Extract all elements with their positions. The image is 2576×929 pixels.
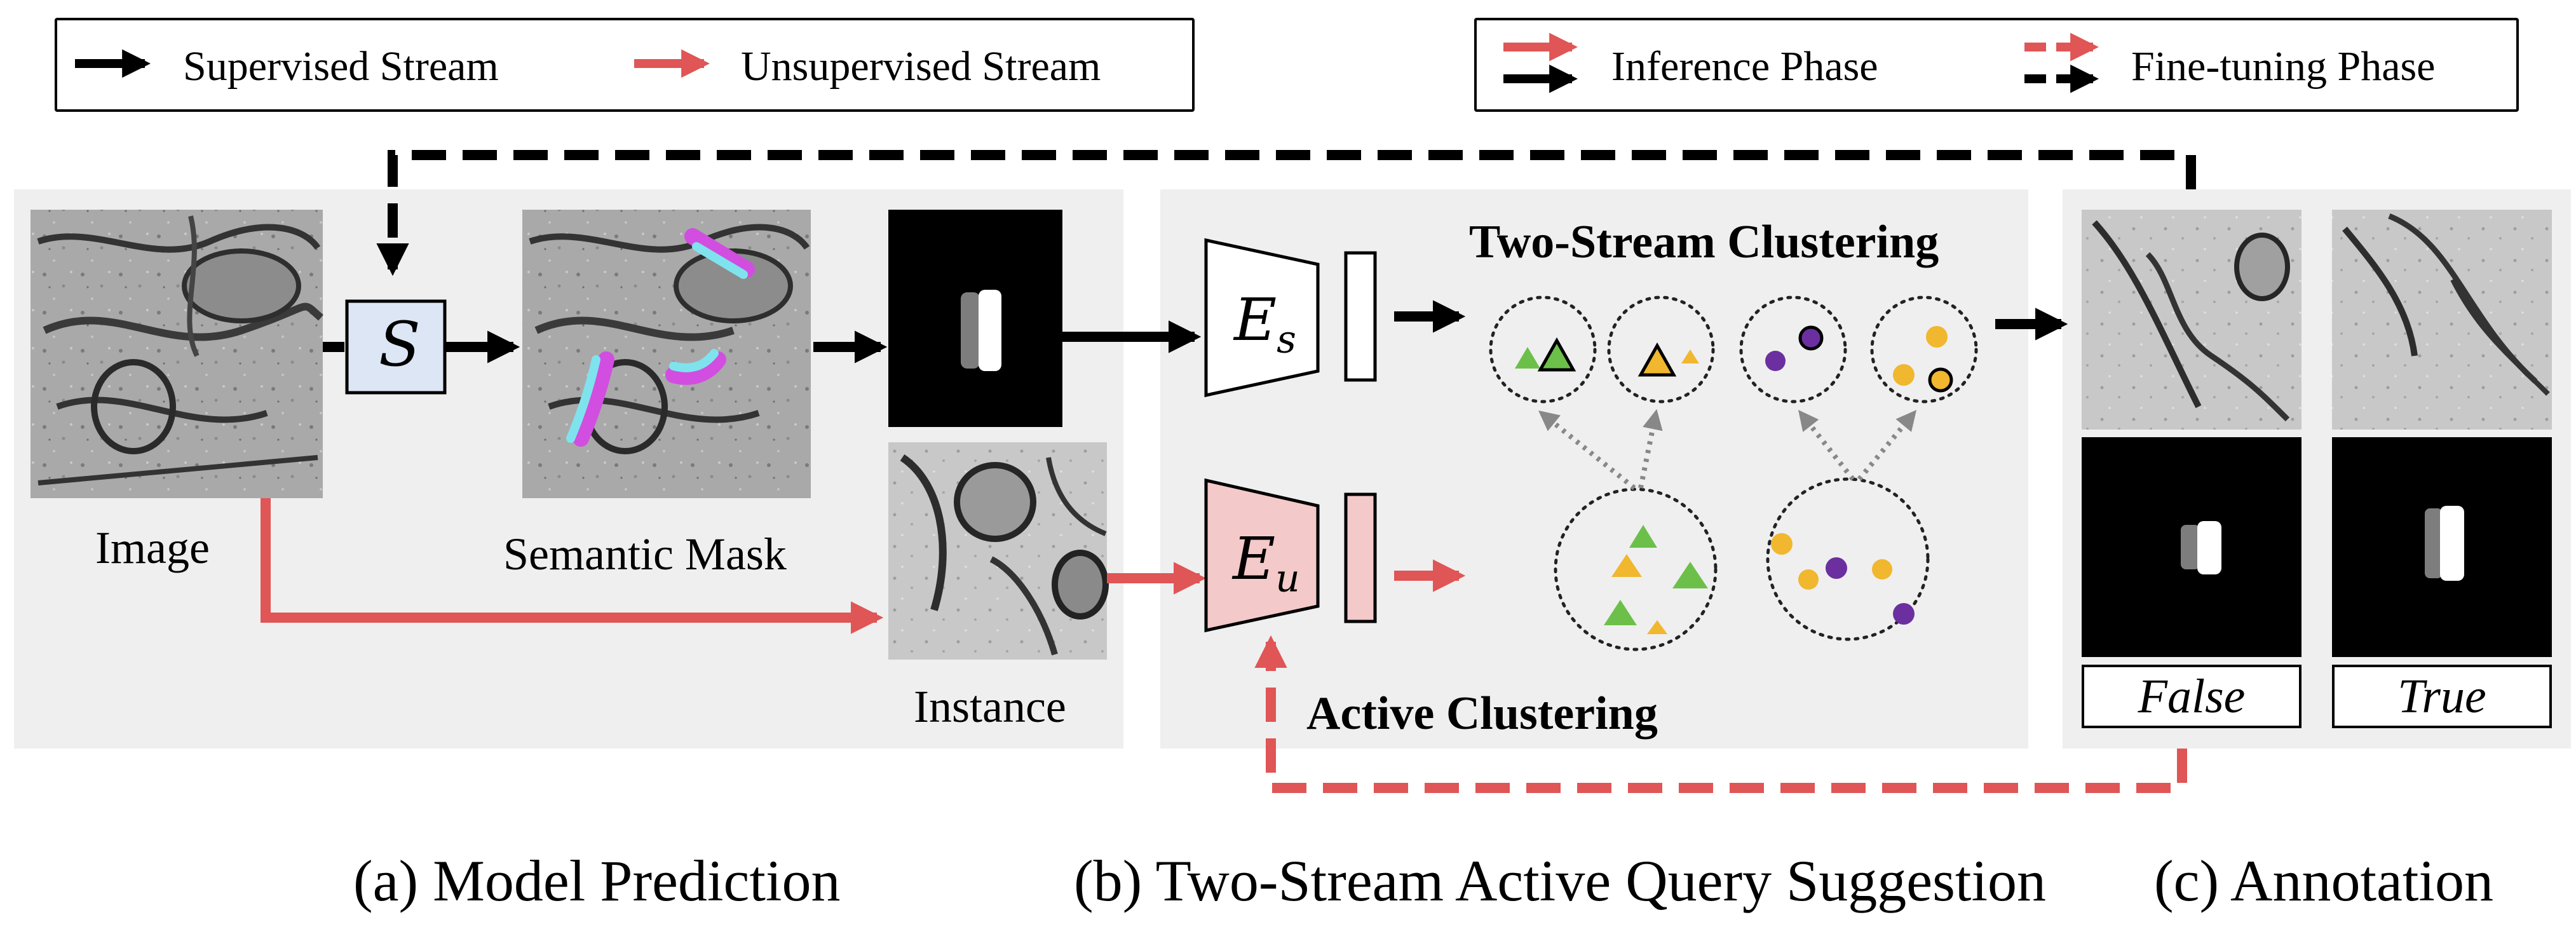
- semantic-mask-image: [522, 210, 811, 498]
- legend-finetuning-label: Fine-tuning Phase: [2131, 43, 2436, 90]
- finetune-supervised-feedback: [376, 150, 2196, 276]
- cluster-top-4: [1870, 295, 1978, 403]
- segmenter-label: S: [379, 309, 421, 380]
- caption-annotation: (c) Annotation: [2154, 848, 2493, 913]
- mask-crop-image: [888, 210, 1062, 427]
- legend-supervised-label: Supervised Stream: [183, 43, 499, 90]
- legend-finetuning-arrows: [2024, 32, 2099, 93]
- legend-inference-arrows: [1503, 32, 1578, 93]
- encoder-s-subscript: s: [1277, 317, 1296, 362]
- encoder-s-label: Es: [1234, 291, 1296, 359]
- cluster-top-3: [1739, 295, 1847, 403]
- image-label: Image: [95, 522, 210, 573]
- annotation-image-true: [2332, 210, 2552, 657]
- encoder-u-subscript: u: [1275, 556, 1300, 601]
- two-stream-clustering-title: Two-Stream Clustering: [1469, 216, 1939, 268]
- cluster-top-1: [1489, 295, 1597, 403]
- input-image: [31, 210, 323, 498]
- encoder-u: [1204, 478, 1377, 633]
- segmenter-box: [345, 299, 447, 395]
- cluster-top-2: [1607, 295, 1715, 403]
- arrow-image-to-instance: [261, 498, 884, 634]
- cluster-split-arrows: [1538, 409, 1917, 491]
- legend-inference-label: Inference Phase: [1611, 43, 1878, 90]
- legend-unsupervised-label: Unsupervised Stream: [741, 43, 1101, 90]
- legend-streams: [55, 18, 1195, 112]
- active-clustering-title: Active Clustering: [1306, 688, 1658, 740]
- instance-image: [888, 442, 1109, 660]
- cluster-bottom-2: [1766, 477, 1930, 641]
- verdict-false: False: [2082, 665, 2301, 728]
- verdict-true: True: [2332, 665, 2552, 728]
- cluster-bottom-1: [1554, 487, 1718, 651]
- caption-model-prediction: (a) Model Prediction: [353, 848, 841, 913]
- legend-phases: [1474, 18, 2519, 112]
- encoder-s: [1204, 238, 1377, 398]
- semantic-mask-label: Semantic Mask: [503, 529, 787, 580]
- encoder-u-label: Eu: [1233, 530, 1300, 601]
- instance-label: Instance: [914, 681, 1066, 732]
- caption-active-query: (b) Two-Stream Active Query Suggestion: [1074, 848, 2047, 913]
- annotation-image-false: [2082, 210, 2301, 657]
- encoder-s-symbol: E: [1234, 286, 1277, 354]
- encoder-u-symbol: E: [1233, 525, 1276, 593]
- finetune-unsupervised-feedback: [1254, 635, 2187, 793]
